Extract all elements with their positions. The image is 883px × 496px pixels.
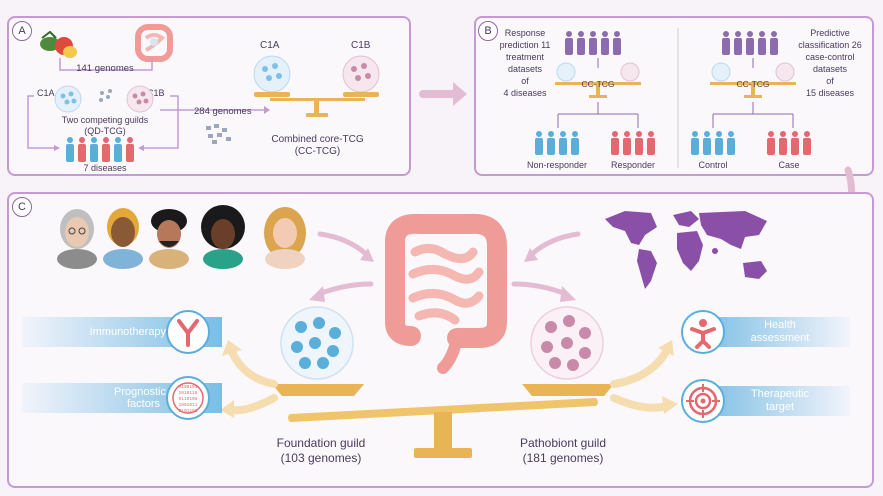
therapeutic-text-line1: Therapeutic [750, 388, 810, 400]
combined-scale [253, 55, 380, 117]
person-avatar-2 [103, 208, 143, 269]
blue-people-nonresponder [535, 131, 579, 155]
gut-icon [385, 213, 507, 374]
guilds-text-line1: Two competing guilds [61, 115, 149, 125]
binary-row-1: 1010110 [179, 390, 198, 396]
binary-row-3: 1001011 [179, 402, 198, 408]
binary-row-2: 0110100 [179, 396, 198, 402]
binary-code-icon: 0100101 1010110 0110100 1001011 0101101 [166, 376, 210, 420]
arrow-people-to-gut [317, 231, 374, 262]
diseases-text: 7 diseases [83, 163, 127, 173]
arrow-284 [160, 106, 270, 114]
genome-fragments-icon [206, 124, 231, 144]
response-text-1: prediction 11 [499, 40, 551, 50]
non-responder-label: Non-responder [526, 160, 588, 170]
arrow-a-to-b [419, 82, 467, 106]
red-people-case [767, 131, 811, 155]
response-text-5: 4 diseases [503, 88, 547, 98]
panel-c-label: C [12, 197, 32, 217]
combined-text-line1: Combined core-TCG [271, 134, 364, 145]
antibody-icon [166, 310, 210, 354]
responder-label: Responder [610, 160, 656, 170]
combined-c1b-label: C1B [351, 40, 371, 51]
arrow-pathobiont-to-therapeutic [610, 394, 678, 414]
immunotherapy-text: Immunotherapy [89, 326, 166, 338]
prognostic-text-line1: Prognostic [114, 386, 166, 398]
genomes-141-text: 141 genomes [76, 63, 134, 74]
case-label: Case [778, 160, 800, 170]
purple-people-left [565, 31, 621, 55]
panel-b-divider [677, 28, 679, 168]
branch-right [712, 102, 794, 128]
person-avatar-4 [201, 205, 245, 269]
prognostic-text-line2: factors [126, 398, 160, 410]
response-text-2: treatment [505, 52, 545, 62]
branch-left [557, 102, 639, 128]
connector-top-a [59, 58, 153, 71]
health-text-line2: assessment [750, 332, 810, 344]
predictive-text-3: datasets [812, 64, 848, 74]
combined-c1a-label: C1A [260, 40, 280, 51]
person-avatar-5 [264, 207, 306, 269]
guilds-text-line2: (QD-TCG) [84, 126, 126, 136]
genomes-284-text: 284 genomes [194, 106, 252, 117]
predictive-text-1: classification 26 [798, 40, 862, 50]
arrow-gut-to-foundation [309, 281, 374, 302]
response-text-3: datasets [507, 64, 543, 74]
food-icon [40, 30, 77, 58]
purple-people-right [722, 31, 778, 55]
combined-text-line2: (CC-TCG) [294, 146, 341, 157]
response-text-4: of [521, 76, 529, 86]
arrow-map-to-gut [524, 231, 581, 262]
predictive-text-2: case-control [805, 52, 855, 62]
response-text-0: Response [504, 28, 546, 38]
panel-b-label: B [478, 21, 498, 41]
therapeutic-text-line2: target [765, 401, 795, 413]
binary-row-0: 0100101 [179, 384, 198, 390]
cctcg-right-label: CC-TCG [736, 79, 770, 89]
gut-small-icon [135, 24, 173, 62]
bacteria-pair-small [54, 85, 154, 113]
pathobiont-guild-line1: Pathobiont guild [519, 436, 607, 450]
arrow-pathobiont-to-health [610, 340, 674, 388]
mini-scale-left [555, 58, 641, 98]
arrow-gut-to-pathobiont [511, 281, 576, 302]
predictive-text-5: 15 diseases [805, 88, 855, 98]
person-avatar-elderly [57, 209, 97, 269]
arrow-foundation-to-prognostic [220, 394, 278, 418]
person-health-icon [681, 310, 725, 354]
target-icon [681, 379, 725, 423]
pathobiont-guild-sphere [530, 306, 604, 380]
binary-row-4: 0101101 [179, 408, 198, 414]
cctcg-left-label: CC-TCG [581, 79, 615, 89]
arrow-foundation-to-immunotherapy [222, 340, 278, 388]
c1a-small-label: C1A [37, 88, 55, 98]
red-people-responder [611, 131, 655, 155]
loop-connector-a [27, 95, 179, 151]
therapeutic-banner: Therapeutic target [700, 386, 850, 416]
mini-scale-right [710, 58, 796, 98]
c1b-small-label: C1B [147, 88, 165, 98]
foundation-guild-sphere [280, 306, 354, 380]
predictive-text-0: Predictive [810, 28, 850, 38]
people-row-a [66, 137, 134, 162]
predictive-text-4: of [826, 76, 834, 86]
control-label: Control [698, 160, 728, 170]
pathobiont-guild-line2: (181 genomes) [522, 451, 604, 465]
blue-people-control [691, 131, 735, 155]
person-avatar-3 [149, 209, 189, 269]
balance-scale [272, 384, 614, 458]
foundation-guild-line1: Foundation guild [276, 436, 366, 450]
world-map-icon [605, 211, 767, 289]
foundation-guild-line2: (103 genomes) [280, 451, 362, 465]
panel-a-label: A [12, 21, 32, 41]
health-text-line1: Health [764, 319, 796, 331]
